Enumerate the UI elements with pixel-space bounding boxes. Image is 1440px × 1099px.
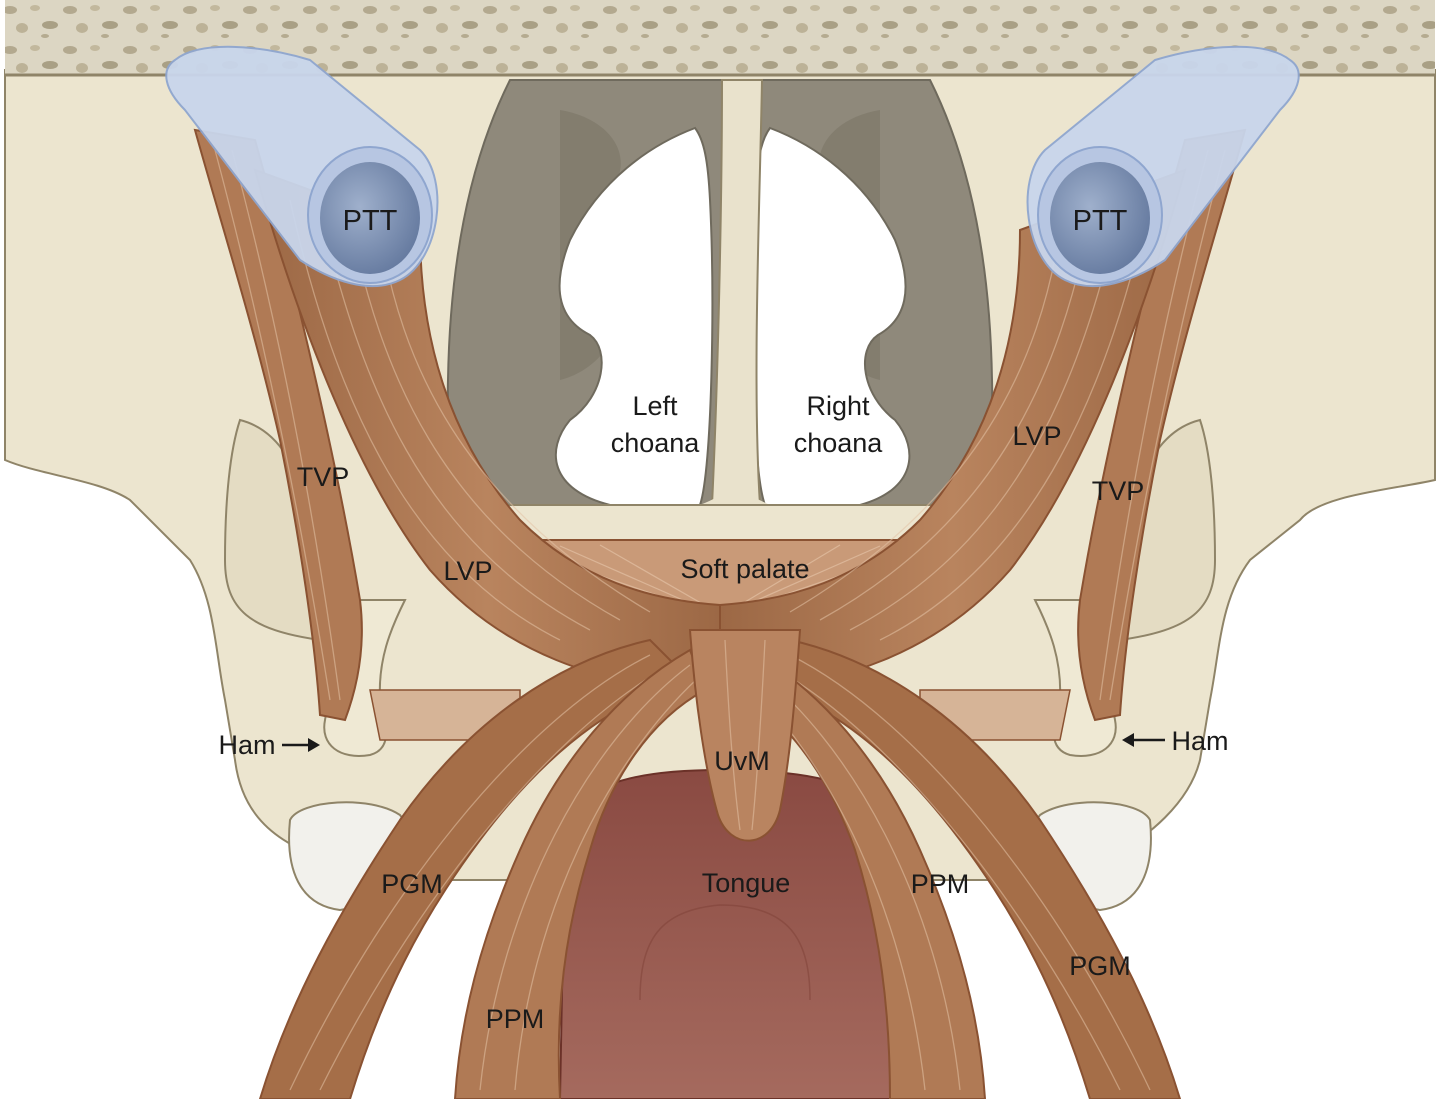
- label-ppm-right: PPM: [911, 869, 970, 899]
- label-ham-right: Ham: [1171, 726, 1228, 756]
- label-right-choana-line2: choana: [794, 428, 884, 458]
- label-tvp-right: TVP: [1092, 476, 1145, 506]
- tvp-muscle-left: [193, 128, 363, 722]
- ham-arrow-left: [282, 738, 320, 752]
- tvp-muscle-right: [1077, 128, 1247, 722]
- label-soft-palate: Soft palate: [680, 554, 809, 584]
- label-tvp-left: TVP: [297, 462, 350, 492]
- label-tongue: Tongue: [702, 868, 791, 898]
- left-choana: [554, 126, 714, 506]
- label-pgm-right: PGM: [1069, 951, 1131, 981]
- label-lvp-right: LVP: [1012, 421, 1061, 451]
- label-ptt-left: PTT: [343, 205, 398, 237]
- ham-arrow-right: [1122, 733, 1165, 747]
- uvula-muscle: [688, 629, 802, 842]
- label-ham-left: Ham: [218, 730, 275, 760]
- ptt-tube-left: [165, 45, 439, 288]
- label-left-choana-line2: choana: [611, 428, 701, 458]
- label-right-choana-line1: Right: [806, 391, 870, 421]
- label-pgm-left: PGM: [381, 869, 443, 899]
- label-ptt-right: PTT: [1073, 205, 1128, 237]
- label-lvp-left: LVP: [443, 556, 492, 586]
- pgm-muscle-left: [258, 638, 692, 1099]
- hard-palate-edge: [469, 504, 976, 541]
- pgm-muscle-right: [748, 638, 1182, 1099]
- label-ppm-left: PPM: [486, 1004, 545, 1034]
- label-uvm: UvM: [714, 746, 770, 776]
- label-left-choana-line1: Left: [632, 391, 678, 421]
- ptt-tube-right: [1026, 45, 1300, 288]
